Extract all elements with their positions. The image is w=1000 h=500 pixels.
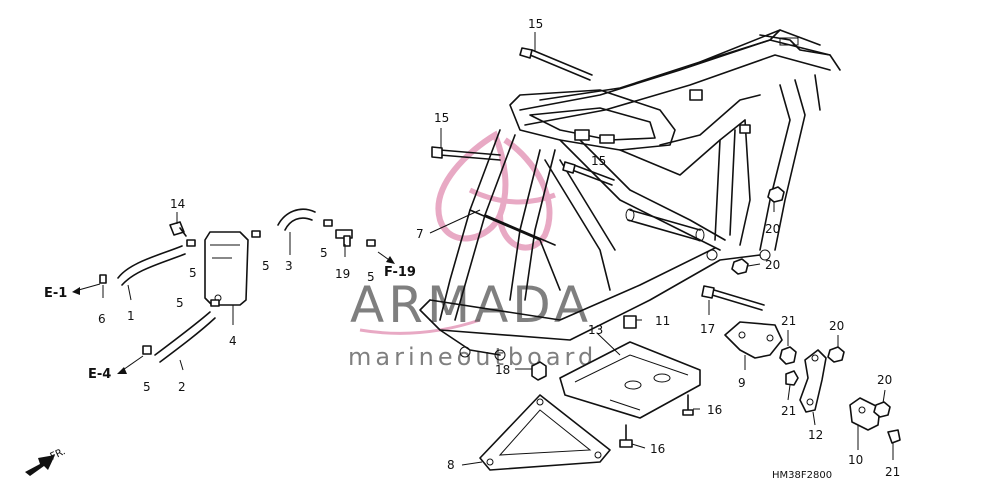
callout-2: 2 [178,380,186,394]
callout-5-e: 5 [176,296,184,310]
callout-9: 9 [738,376,746,390]
callout-13: 13 [588,323,603,337]
callout-5-d: 5 [367,270,375,284]
callout-8: 8 [447,458,455,472]
callout-4: 4 [229,334,237,348]
callout-20-a: 20 [765,222,780,236]
callout-20-c: 20 [829,319,844,333]
reference-arrows [72,251,395,374]
callout-10: 10 [848,453,863,467]
callout-3: 3 [285,259,293,273]
hose-2 [154,311,216,363]
watermark-logo [359,130,556,335]
callout-14: 14 [170,197,185,211]
bolt-17 [701,285,765,311]
skid-plate-13 [559,341,701,419]
bolts-21 [779,346,901,444]
bracket-8 [479,394,611,471]
cap-11 [623,315,637,329]
callout-5-b: 5 [262,259,270,273]
bolt-14 [169,221,187,237]
breather-tank-4 [204,231,249,306]
diagram-code: HM38F2800 [772,470,832,481]
bracket-12 [799,349,827,413]
callout-15-left: 15 [434,111,449,125]
callout-20-d: 20 [877,373,892,387]
callout-5-c: 5 [320,246,328,260]
bracket-10 [849,397,881,431]
callout-15-top: 15 [528,17,543,31]
reference-e1: E-1 [44,286,67,301]
callout-11: 11 [655,314,670,328]
callout-7: 7 [416,227,424,241]
callout-21-a: 21 [781,314,796,328]
callout-21-c: 21 [885,465,900,479]
callout-5-a: 5 [189,266,197,280]
hose-1 [117,245,186,286]
callout-6: 6 [98,312,106,326]
callout-17: 17 [700,322,715,336]
watermark-brand: ARMADA [350,276,592,334]
callout-16-right: 16 [707,403,722,417]
callout-19: 19 [335,267,350,281]
bolt-16-right [682,394,694,416]
bolt-15-top [519,47,593,81]
front-label: FR. [49,446,68,463]
callout-15-mid: 15 [591,154,606,168]
callout-5-f: 5 [143,380,151,394]
main-frame [419,29,841,361]
bolt-16-lower [619,424,633,448]
callout-18: 18 [495,363,510,377]
fitting-19 [335,229,353,247]
leader-lines [102,32,894,466]
hose-3 [277,208,316,231]
callout-16-lower: 16 [650,442,665,456]
bolt-15-left [431,146,501,161]
clips-5 [99,219,376,355]
callout-21-b: 21 [781,404,796,418]
nut-18 [531,361,547,381]
watermark-sub: marineoutboard [348,343,597,371]
callout-20-b: 20 [765,258,780,272]
bracket-9 [724,321,783,359]
callout-1: 1 [127,309,135,323]
reference-f19: F-19 [384,265,416,280]
reference-e4: E-4 [88,367,111,382]
front-direction-arrow [25,455,55,476]
bolt-15-mid [562,161,615,186]
callout-12: 12 [808,428,823,442]
